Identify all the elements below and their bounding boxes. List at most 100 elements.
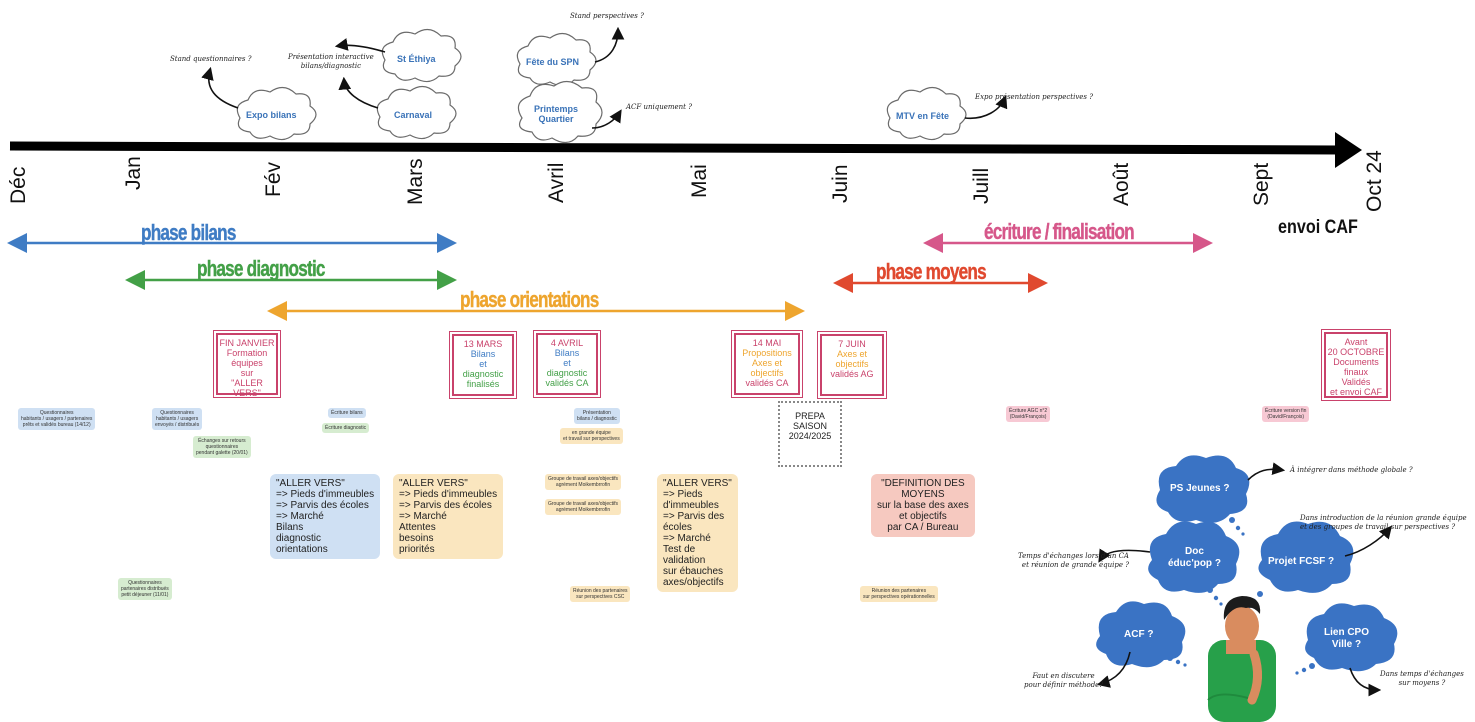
cloud-expo-bilans <box>236 86 317 141</box>
cloud-printemps <box>517 80 603 144</box>
datebox-14-mai-line: validés CA <box>745 378 789 388</box>
datebox-14-mai-line: 14 MAI <box>752 338 782 348</box>
datebox-fin-janvier-line: équipes <box>231 358 263 368</box>
cloud-carnaval <box>376 85 457 140</box>
datebox-avant-20-oct-line: Avant <box>1344 337 1368 347</box>
month-juill: Juill <box>970 167 993 204</box>
sticky-groupe-travail-2: Groupe de travail axes/objectifs agrémen… <box>545 499 622 515</box>
datebox-7-juin-line: 7 JUIN <box>838 339 866 349</box>
datebox-14-mai-line: objectifs <box>750 368 784 378</box>
prepa-line: SAISON <box>792 421 827 431</box>
sticky-ecriture-bilans: Écriture bilans <box>328 408 366 418</box>
bubble-lien-cpo <box>1305 603 1398 672</box>
sticky-ecriture-version-fin: Écriture version fin (David/François) <box>1262 406 1310 422</box>
datebox-avant-20-oct-line: Validés <box>1341 377 1371 387</box>
sticky-ecriture-agc: Écriture AGC n°2 (David/François) <box>1006 406 1051 422</box>
note-faut-discuter: Faut en discutere pour définir méthode? <box>1024 672 1104 689</box>
datebox-13-mars-line: finalisés <box>466 379 500 389</box>
month-dec: Déc <box>7 166 30 204</box>
phase-ecriture-label: écriture / finalisation <box>984 219 1135 244</box>
datebox-avant-20-oct-line: Documents <box>1333 357 1379 367</box>
datebox-13-mars-line: 13 MARS <box>463 339 503 349</box>
datebox-fin-janvier-line: Formation <box>226 348 268 358</box>
cloud-st-ethiya-label: St Éthiya <box>397 54 436 64</box>
sticky-echanges-galette: Échanges sur retours questionnaires pend… <box>193 436 251 458</box>
datebox-fin-janvier-line: "ALLER VERS" <box>231 378 263 398</box>
cloud-connector-arrows <box>201 26 1008 129</box>
month-mars: Mars <box>404 158 427 205</box>
sticky-grande-equipe: en grande équipe et travail sur perspect… <box>560 428 623 444</box>
aller-vers-attentes-box: "ALLER VERS" => Pieds d'immeubles => Par… <box>393 474 504 559</box>
cloud-carnaval-label: Carnaval <box>394 110 433 120</box>
month-fev: Fév <box>262 161 285 197</box>
bubble-ps-jeunes-label: PS Jeunes ? <box>1170 483 1230 494</box>
sticky-questionnaires-partenaires: Questionnaires partenaires distribués pe… <box>118 578 172 600</box>
datebox-13-mars-line: et <box>479 359 487 369</box>
cloud-mtv-label: MTV en Fête <box>896 111 950 121</box>
month-aout: Août <box>1110 162 1133 206</box>
bubble-doc-label: Doc éduc'pop ? <box>1168 546 1221 569</box>
month-jan: Jan <box>122 156 145 190</box>
datebox-4-avril: 4 AVRIL Bilans et diagnostic validés CA <box>533 330 601 398</box>
sticky-reunion-partenaires-op: Réunion des partenaires sur perspectives… <box>860 586 938 602</box>
datebox-7-juin: 7 JUIN Axes et objectifs validés AG <box>817 331 887 399</box>
datebox-avant-20-oct-line: et envoi CAF <box>1329 387 1383 397</box>
month-avril: Avril <box>545 162 568 203</box>
envoi-caf-label: envoi CAF <box>1278 217 1358 238</box>
datebox-7-juin-line: Axes et <box>836 349 867 359</box>
datebox-4-avril-line: diagnostic <box>546 368 588 378</box>
datebox-4-avril-line: 4 AVRIL <box>550 338 584 348</box>
cloud-mtv <box>886 86 967 141</box>
bubble-acf <box>1096 601 1186 668</box>
datebox-avant-20-oct-line: 20 OCTOBRE <box>1327 347 1385 357</box>
note-acf-uniquement: ACF uniquement ? <box>626 103 692 111</box>
bubble-connector-arrows <box>1096 462 1393 697</box>
bubble-acf-label: ACF ? <box>1124 629 1154 640</box>
datebox-13-mars-line: diagnostic <box>462 369 504 379</box>
datebox-7-juin-line: validés AG <box>830 369 874 379</box>
month-juin: Juin <box>829 164 852 203</box>
datebox-14-mai-line: Axes et <box>751 358 782 368</box>
datebox-avant-20-oct-line: finaux <box>1343 367 1369 377</box>
prepa-line: PREPA <box>795 411 825 421</box>
bubble-lien-cpo-label: Lien CPO Ville ? <box>1324 627 1370 650</box>
aller-vers-bilans-box: "ALLER VERS" => Pieds d'immeubles => Par… <box>270 474 381 559</box>
cloud-fete-spn <box>516 32 597 87</box>
cloud-fete-spn-label: Fête du SPN <box>526 57 580 67</box>
phase-bilans-label: phase bilans <box>141 220 237 245</box>
note-stand-perspectives: Stand perspectives ? <box>570 12 644 20</box>
datebox-13-mars: 13 MARS Bilans et diagnostic finalisés <box>449 331 517 399</box>
datebox-fin-janvier: FIN JANVIER Formation équipes sur "ALLER… <box>213 330 281 398</box>
note-expo-perspectives: Expo présentation perspectives ? <box>975 93 1094 101</box>
prepa-saison-box: PREPA SAISON 2024/2025 <box>778 401 842 467</box>
note-stand-questionnaires: Stand questionnaires ? <box>170 55 252 63</box>
sticky-reunion-partenaires-csc: Réunion des partenaires sur perspectives… <box>570 586 631 602</box>
sticky-presentation-bilans: Présentation bilans / diagnostic <box>574 408 620 424</box>
phase-moyens-label: phase moyens <box>876 259 987 284</box>
sticky-questionnaires-envoyes: Questionnaires habitants / usagers envoy… <box>152 408 203 430</box>
datebox-14-mai-line: Propositions <box>742 348 792 358</box>
cloud-expo-bilans-label: Expo bilans <box>246 110 297 120</box>
datebox-4-avril-line: et <box>563 358 571 368</box>
phase-orientations-label: phase orientations <box>460 287 600 312</box>
phase-diagnostic-label: phase diagnostic <box>197 256 326 281</box>
thinking-person-illustration <box>1207 596 1276 722</box>
bubble-ps-jeunes <box>1156 455 1250 523</box>
prepa-line: 2024/2025 <box>788 431 832 441</box>
datebox-13-mars-line: Bilans <box>470 349 496 359</box>
datebox-4-avril-line: validés CA <box>545 378 589 388</box>
note-integrer-methode: À intégrer dans méthode globale ? <box>1290 466 1413 474</box>
datebox-fin-janvier-line: FIN JANVIER <box>219 338 275 348</box>
note-introduction-reunion: Dans introduction de la réunion grande é… <box>1300 514 1467 531</box>
aller-vers-test-box: "ALLER VERS" => Pieds d'immeubles => Par… <box>657 474 738 592</box>
bubble-projet-fcsf <box>1258 521 1354 593</box>
datebox-14-mai: 14 MAI Propositions Axes et objectifs va… <box>731 330 803 398</box>
note-dans-temps-echanges: Dans temps d'échanges sur moyens ? <box>1380 670 1464 687</box>
sticky-groupe-travail-1: Groupe de travail axes/objectifs agrémen… <box>545 474 622 490</box>
datebox-7-juin-line: objectifs <box>835 359 869 369</box>
month-sept: Sept <box>1250 162 1273 206</box>
bubble-projet-fcsf-label: Projet FCSF ? <box>1268 556 1335 567</box>
note-presentation-interactive: Présentation interactive bilans/diagnost… <box>288 53 374 70</box>
cloud-st-ethiya <box>381 28 462 83</box>
